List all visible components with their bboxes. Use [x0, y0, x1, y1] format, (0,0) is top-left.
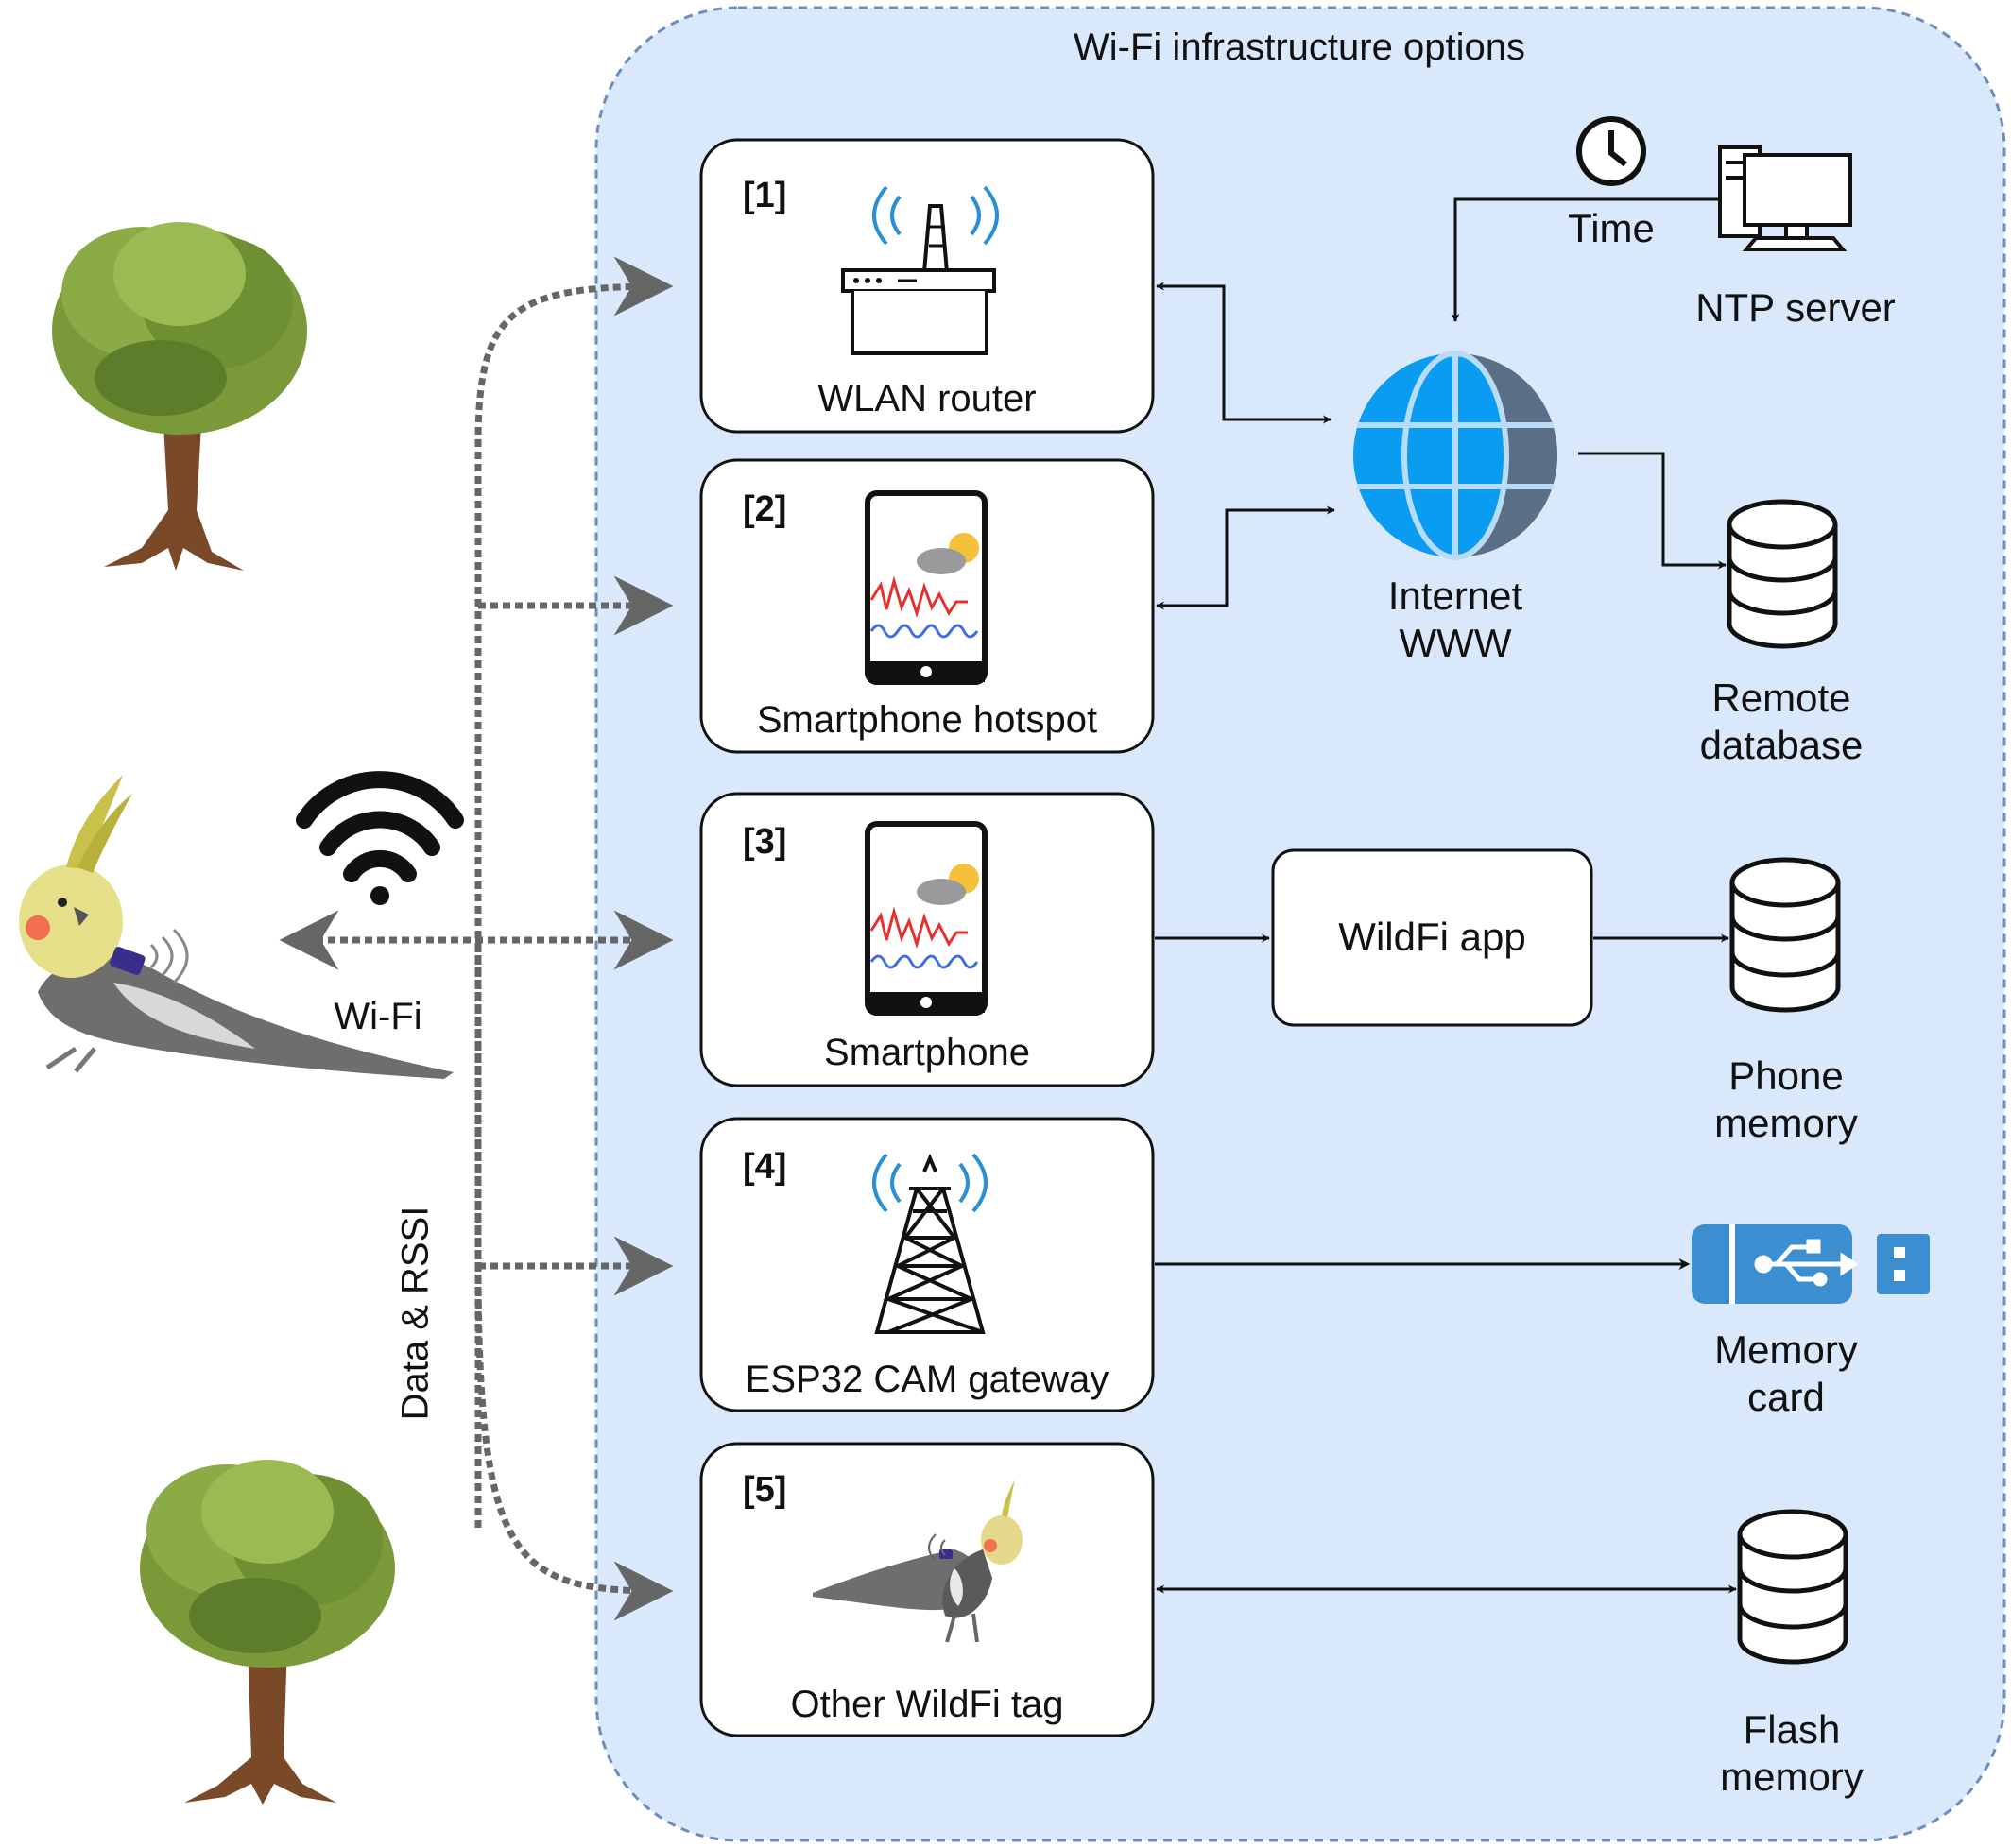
tagged-cockatiel-illustration	[19, 775, 454, 1079]
flash-memory-database-icon	[1737, 1509, 1848, 1665]
data-rssi-label: Data & RSSI	[394, 1206, 437, 1421]
remote-database-label-line2: database	[1699, 723, 1864, 767]
remote-database-label: Remote database	[1682, 675, 1881, 769]
router-icon	[841, 185, 999, 355]
time-label: Time	[1568, 206, 1655, 250]
tree-illustration-bottom	[140, 1460, 395, 1805]
option-label-3: Smartphone	[824, 1032, 1030, 1073]
option-number-2: [2]	[743, 489, 787, 529]
option-number-1: [1]	[743, 176, 787, 215]
option-number-3: [3]	[743, 822, 787, 862]
option-label-4: ESP32 CAM gateway	[745, 1359, 1109, 1400]
phone-memory-label-line2: memory	[1714, 1101, 1858, 1145]
internet-label-line1: Internet	[1387, 573, 1523, 618]
dotted-data-links	[279, 256, 674, 1621]
flash-memory-label: Flash memory	[1688, 1706, 1896, 1801]
phone-memory-label-line1: Phone	[1728, 1053, 1844, 1098]
option-label-2: Smartphone hotspot	[756, 699, 1098, 741]
flash-memory-label-line2: memory	[1720, 1754, 1864, 1799]
wifi-label: Wi-Fi	[334, 996, 422, 1037]
remote-database-label-line1: Remote	[1711, 676, 1851, 720]
wifi-symbol-icon	[296, 771, 464, 905]
ntp-server-label: NTP server	[1695, 285, 1896, 330]
remote-database-icon	[1727, 499, 1838, 649]
memory-card-label-line1: Memory	[1714, 1327, 1858, 1372]
usb-stick-icon	[1692, 1224, 1930, 1304]
region-title: Wi-Fi infrastructure options	[1074, 26, 1525, 68]
clock-icon	[1576, 116, 1646, 186]
wildfi-app-box	[1271, 848, 1593, 1027]
memory-card-label: Memory card	[1682, 1326, 1890, 1421]
option-number-4: [4]	[743, 1147, 787, 1187]
tree-illustration-top	[52, 222, 307, 571]
memory-card-label-line2: card	[1747, 1375, 1825, 1419]
option-number-5: [5]	[743, 1470, 787, 1510]
phone-memory-database-icon	[1729, 857, 1841, 1013]
desktop-computer-icon	[1718, 145, 1852, 251]
option-label-1: WLAN router	[817, 378, 1037, 419]
wildfi-app-label: WildFi app	[1338, 915, 1526, 959]
tagged-bird-icon	[813, 1480, 1023, 1643]
smartphone-icon	[865, 490, 988, 685]
option-label-5: Other WildFi tag	[790, 1684, 1064, 1725]
internet-label: Internet WWW	[1361, 573, 1550, 667]
smartphone-icon	[865, 821, 988, 1016]
phone-memory-label: Phone memory	[1682, 1052, 1890, 1147]
globe-icon	[1353, 351, 1557, 560]
internet-label-line2: WWW	[1399, 621, 1512, 665]
flash-memory-label-line1: Flash	[1743, 1707, 1841, 1752]
solid-connectors	[1155, 197, 1737, 1594]
gateway-tower-icon	[872, 1153, 988, 1334]
